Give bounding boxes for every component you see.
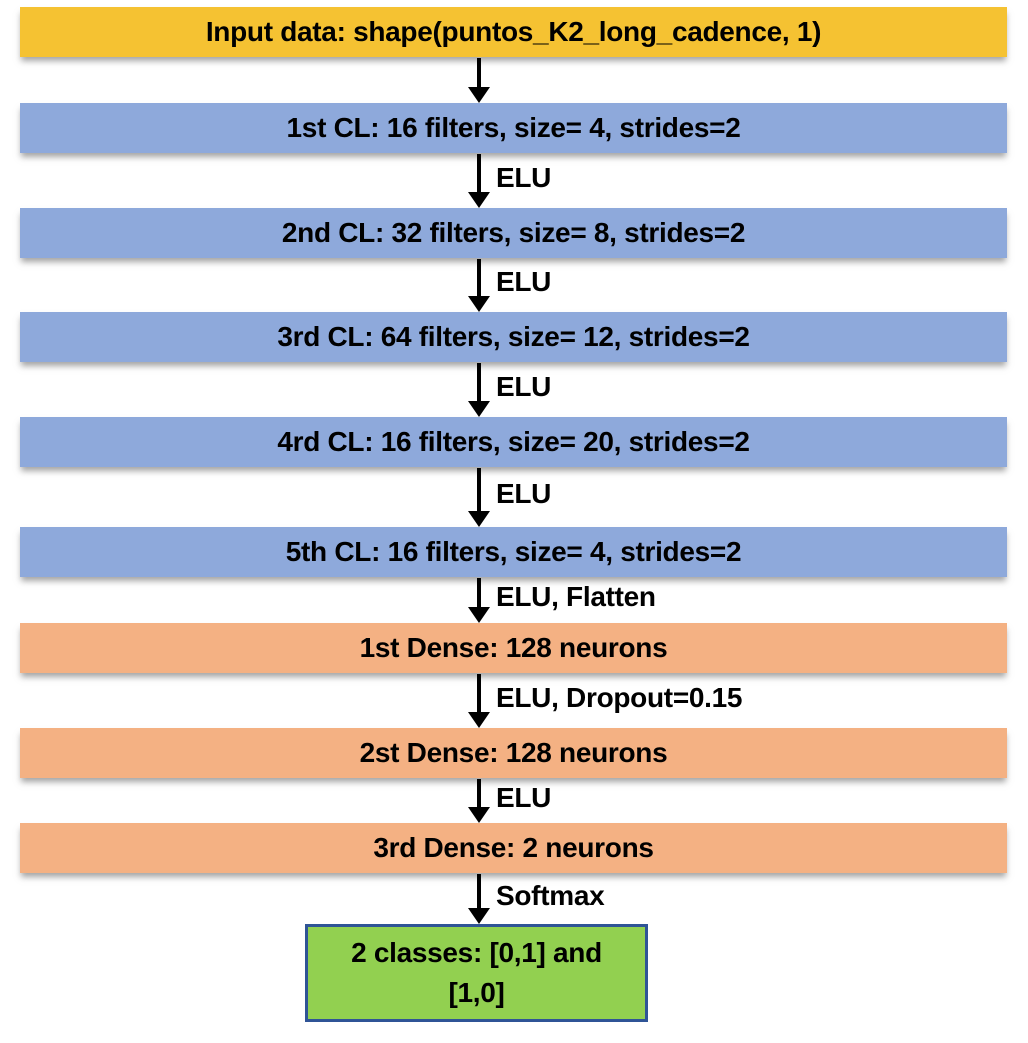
node-conv-layer-5: 5th CL: 16 filters, size= 4, strides=2 — [20, 527, 1007, 577]
edge-label: Softmax — [496, 879, 605, 911]
node-output-classes: 2 classes: [0,1] and [1,0] — [305, 924, 648, 1022]
arrow-down-icon — [467, 363, 490, 417]
edge-label: ELU — [496, 161, 552, 193]
node-label: 4rd CL: 16 filters, size= 20, strides=2 — [277, 426, 750, 457]
edge-dense2-to-dense3: ELU — [0, 778, 1028, 823]
node-conv-layer-2: 2nd CL: 32 filters, size= 8, strides=2 — [20, 208, 1007, 258]
node-conv-layer-3: 3rd CL: 64 filters, size= 12, strides=2 — [20, 312, 1007, 362]
arrow-down-icon — [467, 674, 490, 728]
node-label: 3rd Dense: 2 neurons — [373, 832, 654, 863]
node-dense-layer-3: 3rd Dense: 2 neurons — [20, 823, 1007, 873]
edge-input-to-conv1 — [0, 57, 1028, 103]
arrow-down-icon — [467, 259, 490, 312]
edge-conv1-to-conv2: ELU — [0, 153, 1028, 208]
node-label: 2st Dense: 128 neurons — [359, 737, 668, 768]
node-dense-layer-2: 2st Dense: 128 neurons — [20, 728, 1007, 778]
arrow-down-icon — [467, 154, 490, 208]
edge-dense3-to-output: Softmax — [0, 873, 1028, 924]
node-input-data: Input data: shape(puntos_K2_long_cadence… — [20, 7, 1007, 57]
edge-label: ELU, Flatten — [496, 581, 656, 612]
node-label: 5th CL: 16 filters, size= 4, strides=2 — [285, 536, 742, 567]
edge-label: ELU, Dropout=0.15 — [496, 681, 743, 713]
edge-label: ELU — [496, 370, 552, 402]
node-conv-layer-1: 1st CL: 16 filters, size= 4, strides=2 — [20, 103, 1007, 153]
node-dense-layer-1: 1st Dense: 128 neurons — [20, 623, 1007, 673]
node-label: Input data: shape(puntos_K2_long_cadence… — [205, 16, 822, 47]
edge-conv2-to-conv3: ELU — [0, 258, 1028, 312]
edge-label: ELU — [496, 266, 552, 297]
edge-label: ELU — [496, 781, 552, 813]
arrow-down-icon — [467, 578, 490, 623]
node-label: 2nd CL: 32 filters, size= 8, strides=2 — [281, 217, 746, 248]
arrow-down-icon — [467, 874, 490, 924]
network-architecture-diagram: Input data: shape(puntos_K2_long_cadence… — [0, 7, 1028, 1043]
node-label-line1: 2 classes: [0,1] and — [351, 937, 602, 968]
node-label-line2: [1,0] — [448, 977, 505, 1008]
edge-conv4-to-conv5: ELU — [0, 467, 1028, 527]
edge-conv3-to-conv4: ELU — [0, 362, 1028, 417]
edge-label: ELU — [496, 478, 552, 509]
arrow-down-icon — [467, 58, 490, 103]
edge-dense1-to-dense2: ELU, Dropout=0.15 — [0, 673, 1028, 728]
node-conv-layer-4: 4rd CL: 16 filters, size= 20, strides=2 — [20, 417, 1007, 467]
node-label: 1st Dense: 128 neurons — [359, 632, 668, 663]
node-label: 1st CL: 16 filters, size= 4, strides=2 — [286, 112, 741, 143]
edge-conv5-to-dense1: ELU, Flatten — [0, 577, 1028, 623]
node-label: 3rd CL: 64 filters, size= 12, strides=2 — [277, 321, 750, 352]
arrow-down-icon — [467, 779, 490, 823]
arrow-down-icon — [467, 468, 490, 527]
